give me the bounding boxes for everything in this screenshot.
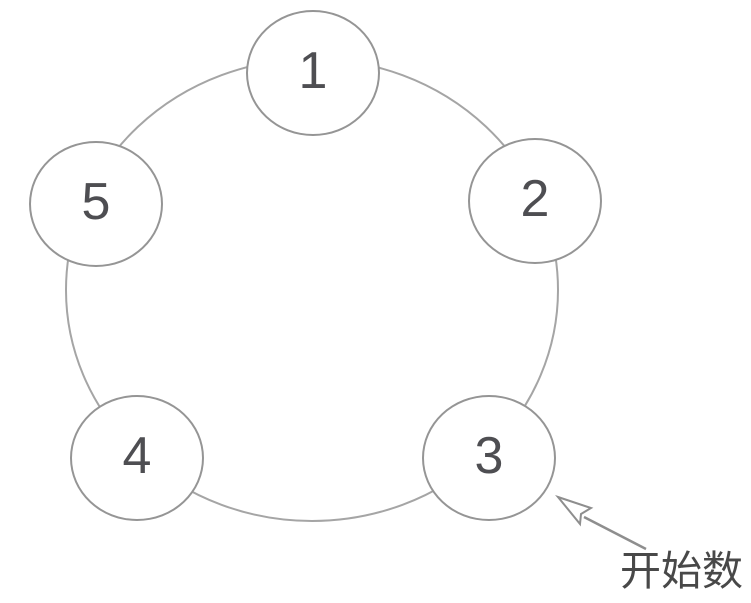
node-1-label: 1: [298, 42, 328, 100]
arrow-head-icon: [555, 494, 594, 527]
circle-node-3: 3: [422, 395, 556, 521]
start-count-label: 开始数: [620, 548, 743, 594]
circle-node-1: 1: [246, 10, 380, 136]
node-3-label: 3: [474, 427, 504, 485]
circle-node-2: 2: [468, 138, 602, 264]
circle-node-4: 4: [70, 395, 204, 521]
circle-node-5: 5: [29, 141, 163, 267]
arrow-shaft: [583, 515, 647, 551]
node-5-label: 5: [81, 173, 111, 231]
node-2-label: 2: [520, 170, 550, 228]
node-4-label: 4: [122, 427, 152, 485]
